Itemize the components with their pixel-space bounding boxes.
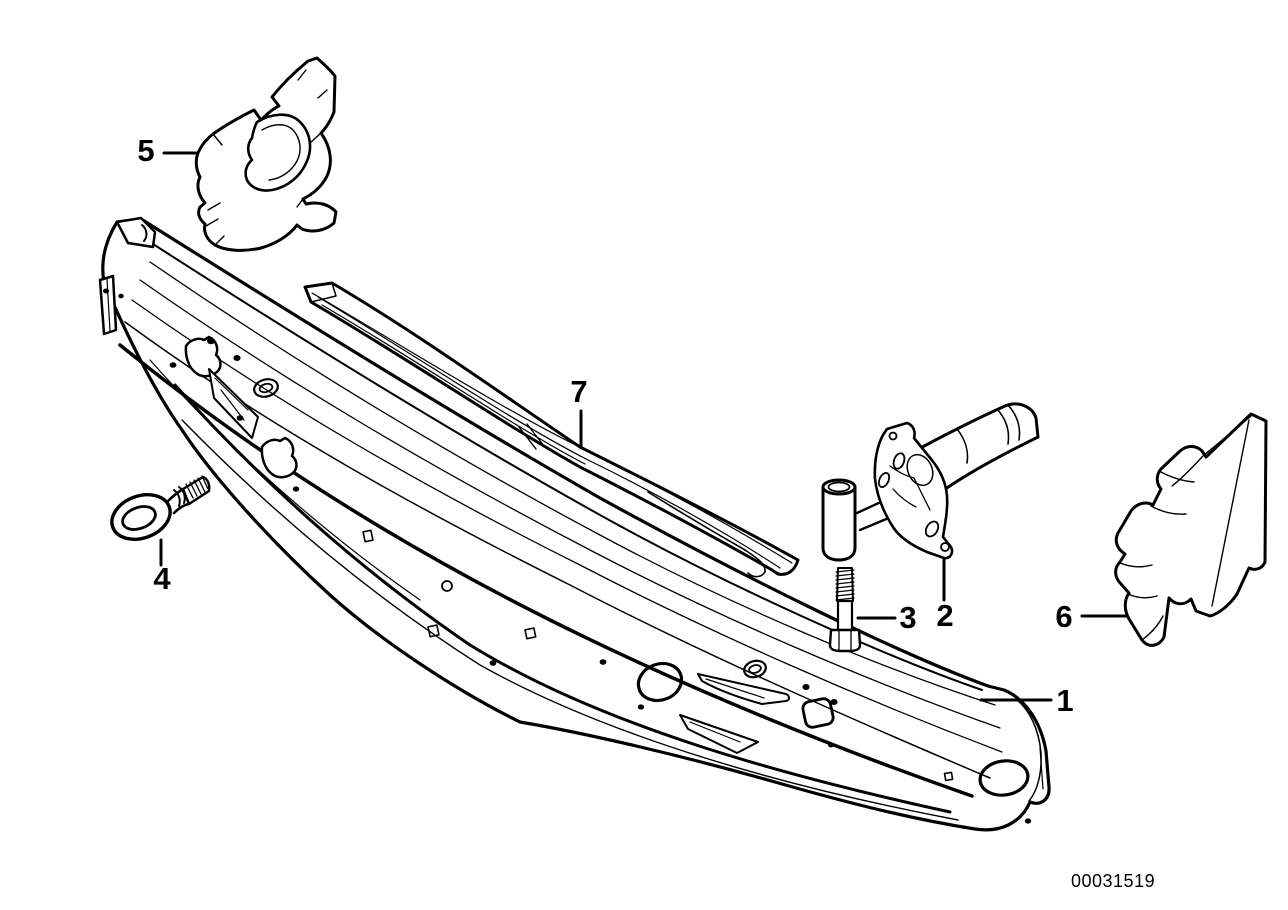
beam-gusset-line bbox=[689, 721, 741, 743]
shock-plate bbox=[873, 421, 954, 560]
toweye-threads bbox=[185, 475, 209, 499]
bolt-threads bbox=[835, 569, 855, 601]
beam-square-hole bbox=[943, 771, 954, 782]
beam-contour bbox=[124, 321, 991, 779]
callout-6[interactable]: 6 bbox=[1055, 598, 1073, 634]
shock-plate-hub bbox=[906, 453, 934, 487]
beam-square-hole bbox=[362, 529, 374, 543]
beam-round-hole bbox=[441, 580, 453, 592]
beam-oval-hole bbox=[636, 661, 684, 703]
beam-contour bbox=[149, 359, 421, 601]
rail-outline bbox=[303, 281, 800, 576]
toweye-ring bbox=[110, 493, 172, 541]
rail-line bbox=[311, 292, 793, 564]
rail-step bbox=[518, 423, 545, 450]
shock-plate-hole bbox=[888, 431, 898, 441]
toweye-thread-body bbox=[181, 475, 211, 506]
part-4-towing-eye bbox=[110, 475, 211, 541]
beam-contour bbox=[139, 279, 1001, 729]
callout-1[interactable]: 1 bbox=[1056, 682, 1074, 718]
part-1-bumper-carrier bbox=[98, 216, 1051, 832]
beam-contour bbox=[131, 299, 1003, 753]
beam-oval-hole bbox=[978, 759, 1030, 797]
absorber-recess bbox=[244, 113, 312, 192]
shock-sleeve-bore bbox=[827, 481, 851, 493]
drawing-number: 00031519 bbox=[1071, 871, 1156, 891]
callout-2[interactable]: 2 bbox=[936, 597, 954, 633]
absorber-outline bbox=[1114, 412, 1268, 647]
beam-wedge-line bbox=[705, 678, 765, 699]
part-3-bolt bbox=[828, 567, 862, 653]
rail-line bbox=[321, 304, 586, 465]
shock-plate-hole bbox=[892, 452, 906, 470]
beam-contour bbox=[181, 419, 959, 821]
beam-square-hole bbox=[427, 624, 440, 638]
bolt-shank bbox=[836, 599, 854, 632]
rail-cap-line bbox=[304, 282, 337, 303]
beam-dots bbox=[103, 288, 1032, 824]
shock-plate-hole bbox=[940, 542, 950, 552]
part-7-upper-rail bbox=[303, 281, 800, 578]
beam-outline bbox=[101, 217, 1051, 832]
callout-3[interactable]: 3 bbox=[899, 599, 917, 635]
beam-endcap-line bbox=[1039, 747, 1044, 790]
beam-bracket bbox=[184, 335, 222, 378]
bolt-head bbox=[828, 628, 862, 653]
beam-contour bbox=[149, 261, 996, 706]
part-5-impact-absorber-left bbox=[194, 56, 338, 252]
beam-oring-hole bbox=[743, 659, 767, 679]
beam-oring-hole bbox=[748, 664, 762, 674]
shock-plate-hole bbox=[924, 520, 940, 538]
part-6-impact-absorber-right bbox=[1114, 412, 1268, 647]
part-2-shock-absorber bbox=[821, 402, 1040, 562]
beam-oring-hole bbox=[253, 378, 279, 398]
rail-line bbox=[317, 296, 781, 569]
callout-7[interactable]: 7 bbox=[570, 373, 588, 409]
beam-oring-hole bbox=[258, 382, 274, 394]
beam-contour bbox=[152, 243, 983, 691]
beam-square-hole bbox=[524, 627, 537, 640]
rail-flare bbox=[647, 491, 766, 578]
beam-gusset bbox=[208, 368, 259, 439]
beam-rect-hole bbox=[801, 697, 835, 729]
beam-wedge bbox=[697, 673, 790, 705]
shock-plate-hole bbox=[877, 472, 891, 488]
shock-tube-ring bbox=[956, 404, 1021, 464]
beam-contour-heavy bbox=[118, 343, 974, 798]
beam-endcap-line bbox=[1015, 698, 1042, 802]
toweye-ring-bore bbox=[121, 505, 157, 531]
absorber-facets bbox=[205, 69, 328, 246]
absorber-recess-inner bbox=[261, 124, 301, 181]
bolt-head-facets bbox=[838, 629, 852, 652]
beam-tab-line bbox=[106, 278, 111, 332]
callout-5[interactable]: 5 bbox=[137, 132, 155, 168]
absorber-outline bbox=[194, 56, 338, 252]
beam-flange-notch bbox=[141, 224, 148, 242]
shock-sleeve bbox=[821, 485, 857, 562]
beam-contour-heavy bbox=[173, 383, 952, 814]
beam-bracket bbox=[260, 436, 298, 479]
beam-gusset-line bbox=[214, 377, 249, 421]
leader-lines bbox=[159, 151, 1128, 702]
callout-4[interactable]: 4 bbox=[153, 560, 171, 596]
absorber-facets bbox=[1119, 415, 1252, 641]
